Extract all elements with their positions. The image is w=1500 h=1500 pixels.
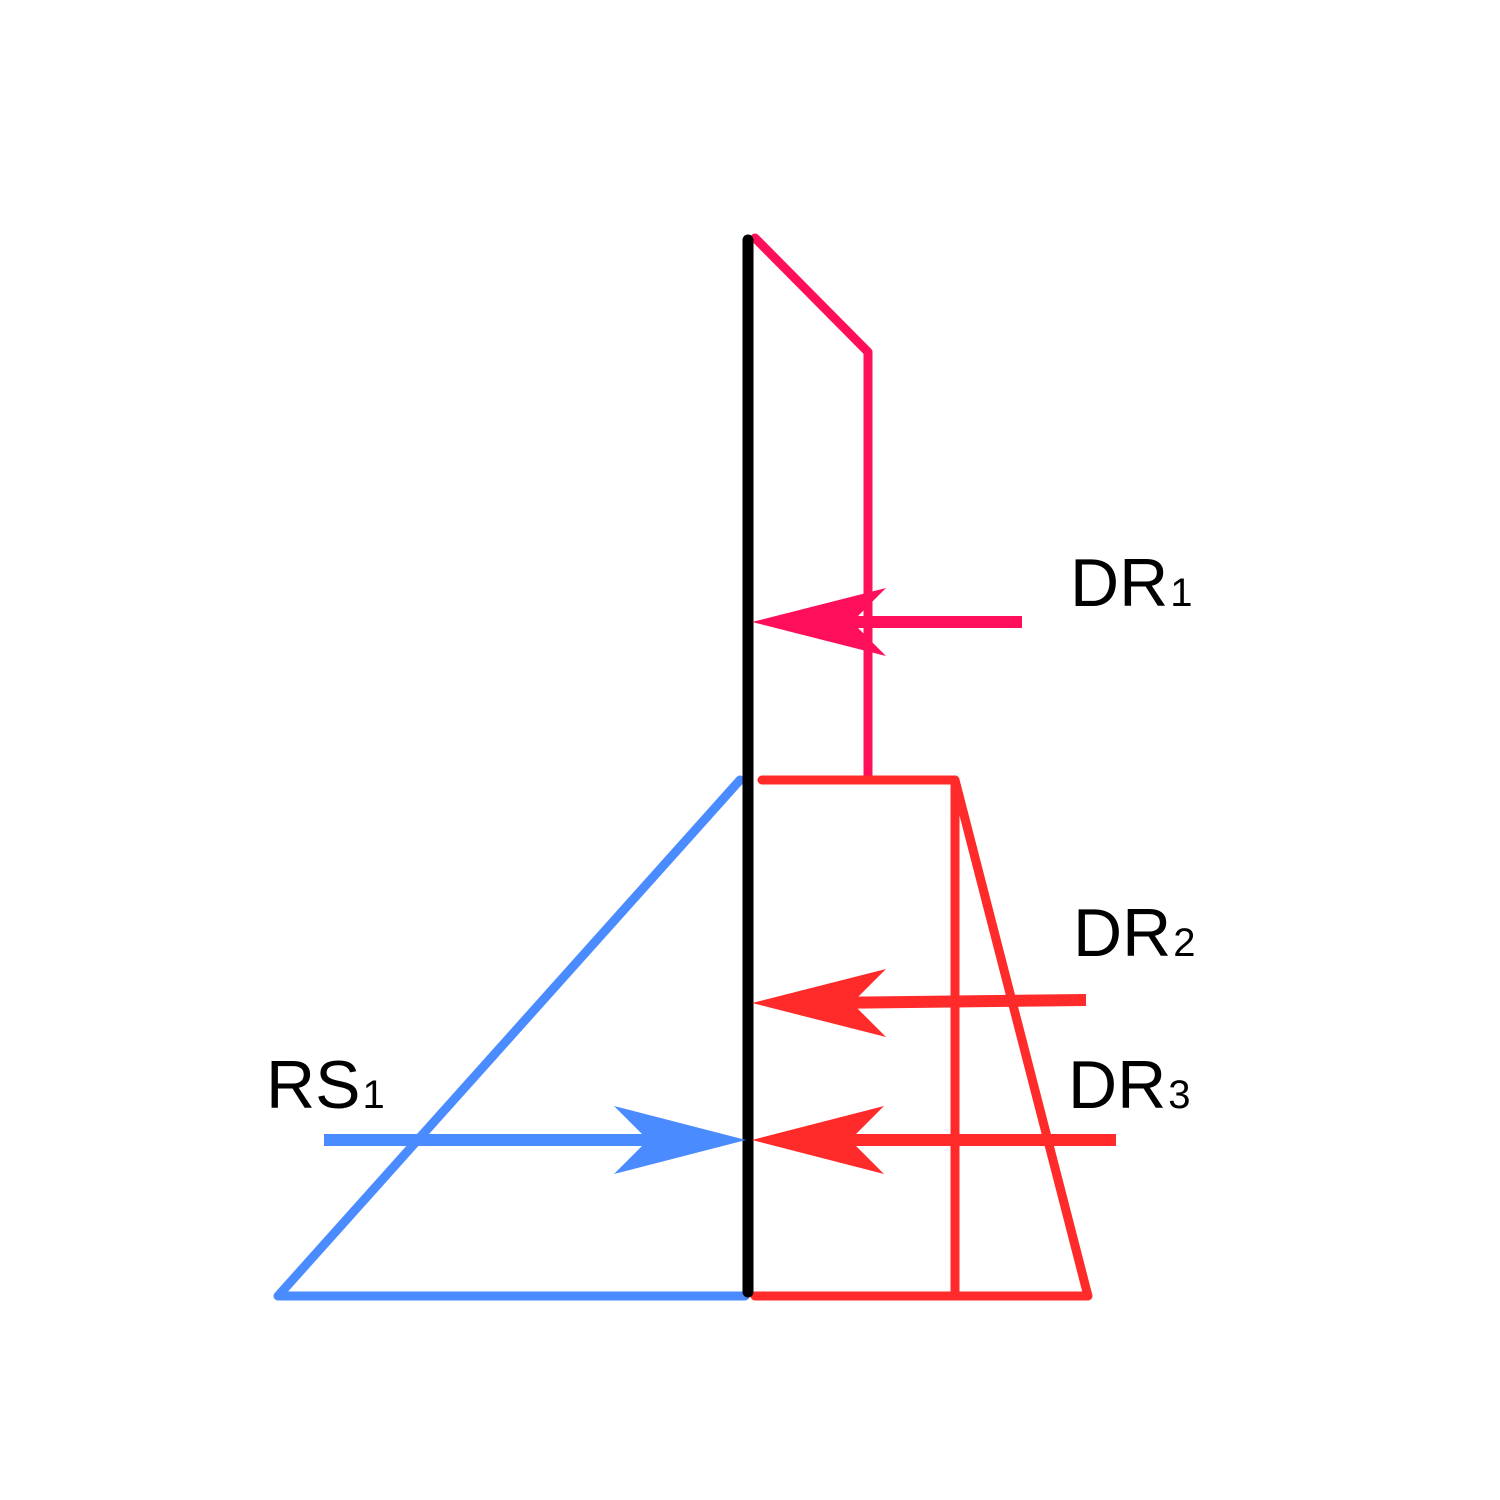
dr3-arrow [752, 1106, 1116, 1174]
dr2-label: DR2 [1073, 895, 1195, 971]
dr2-arrow-shaft [819, 994, 1087, 1009]
dr3-label: DR3 [1068, 1047, 1190, 1123]
dr1-arrow [752, 588, 1022, 656]
dr2-arrow-head [752, 969, 886, 1037]
dr3-arrow-head [752, 1106, 884, 1174]
dr1-label: DR1 [1070, 545, 1192, 621]
rs1-label: RS1 [266, 1047, 385, 1123]
dr1-pressure-diagram [750, 233, 873, 785]
rs1-arrow [324, 1106, 746, 1174]
rs1-arrow-head [614, 1106, 746, 1174]
rs1-triangle-diagram [273, 775, 750, 1301]
rs1-pressure-outline [273, 775, 750, 1301]
dr1-arrow-head [752, 588, 886, 656]
dr2-arrow [752, 969, 1087, 1037]
dr-trapezoid-diagram [750, 775, 1093, 1301]
dr2-dr3-pressure-outline [750, 775, 1093, 1301]
dr1-pressure-outline [750, 233, 873, 785]
